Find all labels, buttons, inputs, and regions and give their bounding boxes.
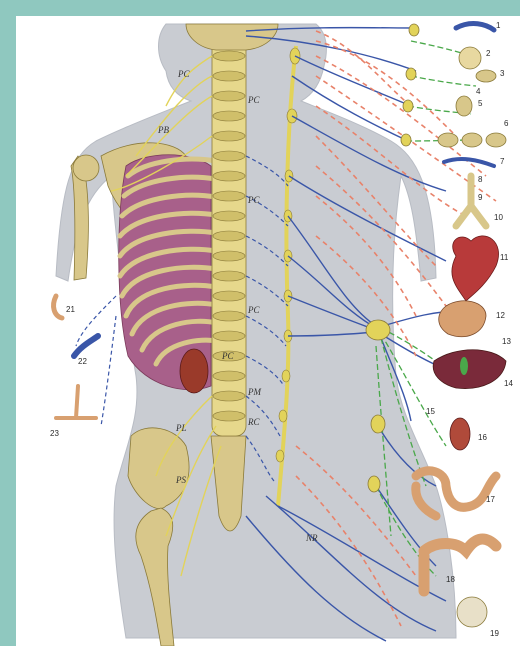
bladder-organ bbox=[457, 597, 487, 627]
organ-number-7: 7 bbox=[500, 158, 504, 166]
stomach-organ bbox=[439, 301, 486, 337]
region-label-nr: NR bbox=[306, 534, 318, 543]
gland-organ-4 bbox=[476, 70, 496, 82]
tube-organ-7 bbox=[444, 159, 494, 166]
vertebral-column bbox=[212, 36, 246, 436]
region-label-pc-lower: PC bbox=[248, 306, 260, 315]
kidney-organ bbox=[450, 418, 470, 450]
organ-number-15: 15 bbox=[426, 408, 435, 416]
region-label-pc-neck: PC bbox=[178, 70, 190, 79]
hair-follicle-organ bbox=[56, 386, 96, 418]
kidney-left bbox=[180, 349, 208, 393]
gallbladder-organ bbox=[460, 357, 468, 375]
region-label-pc-upper: PC bbox=[248, 96, 260, 105]
organ-number-6: 6 bbox=[504, 120, 508, 128]
organ-number-5: 5 bbox=[478, 100, 482, 108]
organ-number-1: 1 bbox=[496, 22, 500, 30]
region-label-pm: PM bbox=[248, 388, 261, 397]
gland-organ-6 bbox=[438, 133, 506, 147]
eye-organ-2 bbox=[459, 47, 481, 69]
region-label-pl: PL bbox=[176, 424, 187, 433]
region-label-pb: PB bbox=[158, 126, 169, 135]
body-silhouette bbox=[56, 24, 456, 638]
anatomy-illustration bbox=[16, 16, 520, 646]
organ-number-4: 4 bbox=[476, 88, 480, 96]
organ-number-3: 3 bbox=[500, 70, 504, 78]
organ-number-8: 8 bbox=[478, 176, 482, 184]
organ-number-12: 12 bbox=[496, 312, 505, 320]
organ-number-17: 17 bbox=[486, 496, 495, 504]
organ-number-10: 10 bbox=[494, 214, 503, 222]
organ-number-2: 2 bbox=[486, 50, 490, 58]
organ-number-9: 9 bbox=[478, 194, 482, 202]
region-label-pc-lumbar: PC bbox=[222, 352, 234, 361]
organ-number-21: 21 bbox=[66, 306, 75, 314]
eye-organ-1 bbox=[456, 24, 494, 30]
organ-number-16: 16 bbox=[478, 434, 487, 442]
blood-vessel-organ bbox=[74, 336, 98, 356]
gland-organ-5 bbox=[456, 96, 472, 116]
organ-number-11: 11 bbox=[500, 254, 508, 262]
organ-number-13: 13 bbox=[502, 338, 511, 346]
skin-vessel-organ bbox=[54, 296, 62, 318]
shoulder-head bbox=[73, 155, 99, 181]
organ-number-22: 22 bbox=[78, 358, 87, 366]
region-label-ps: PS bbox=[176, 476, 186, 485]
organ-number-23: 23 bbox=[50, 430, 59, 438]
illustration-plate: PC PC PB PC PC PC PM PL RC PS NR 1 2 3 4… bbox=[16, 16, 520, 646]
liver-organ bbox=[433, 350, 506, 389]
organ-number-14: 14 bbox=[504, 380, 513, 388]
region-label-rc: RC bbox=[248, 418, 260, 427]
region-label-pc-mid: PC bbox=[248, 196, 260, 205]
organ-number-18: 18 bbox=[446, 576, 455, 584]
organ-number-19: 19 bbox=[490, 630, 499, 638]
heart-organ bbox=[452, 236, 499, 301]
